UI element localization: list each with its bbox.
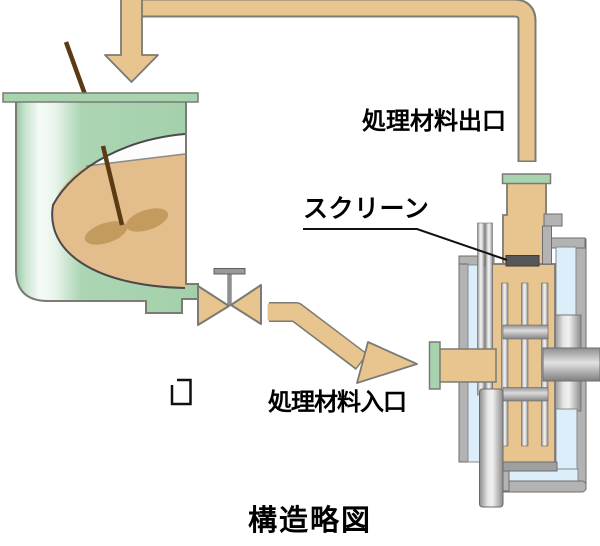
valve-body-left	[197, 285, 230, 326]
processing-unit	[428, 173, 600, 508]
diagram-title: 構造略図	[248, 503, 373, 537]
cutaway-outline	[51, 133, 186, 289]
inlet-label: 処理材料入口	[268, 388, 407, 416]
valve-body-right	[230, 284, 262, 325]
cooling-jacket-right-upper	[555, 246, 577, 322]
agitator-shaft	[63, 41, 90, 101]
inlet-port	[436, 348, 497, 383]
material-fill	[52, 154, 185, 288]
agitator-propeller-blade	[125, 208, 169, 232]
tank-lid	[2, 92, 199, 103]
down-arrow-icon	[104, 0, 159, 83]
agitator-propeller	[84, 221, 128, 245]
bottom-casing	[499, 480, 587, 493]
casing-top-wall	[542, 225, 552, 265]
small-box-mark	[170, 378, 192, 406]
supply-tank	[2, 41, 199, 314]
right-arrow-icon	[356, 341, 418, 384]
valve	[197, 268, 262, 326]
screen-block	[505, 255, 540, 267]
screen-pointer-line	[303, 228, 508, 261]
return-pipe-fill	[122, 0, 535, 161]
drain-pipe	[479, 388, 504, 508]
casing-step-block	[543, 213, 563, 227]
inlet-flow-arrow	[267, 302, 418, 384]
screen-label: スクリーン	[303, 194, 430, 223]
material-surface-line	[85, 153, 186, 167]
bearing-lower	[553, 379, 582, 412]
outlet-cap	[501, 173, 552, 185]
valve-handle	[213, 268, 246, 275]
agitator-shaft-lower	[100, 145, 125, 226]
drive-shaft	[542, 347, 600, 382]
outlet-label: 処理材料出口	[362, 107, 506, 135]
bearing-upper	[553, 314, 582, 350]
return-pipe	[104, 0, 537, 162]
inlet-flange	[428, 341, 441, 390]
